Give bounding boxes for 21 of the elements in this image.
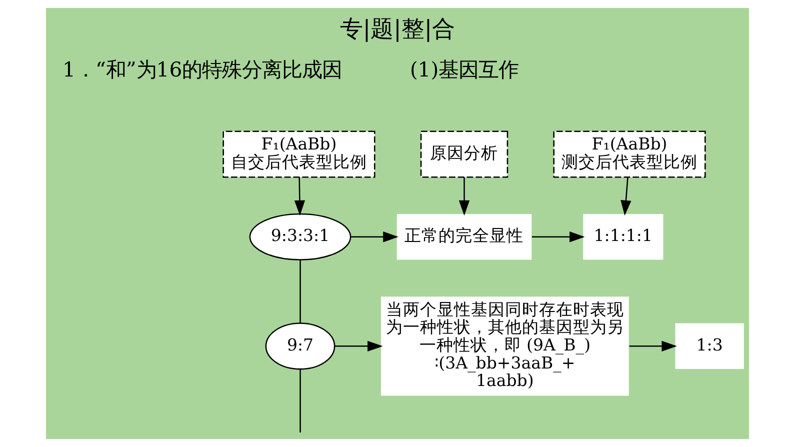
connector bbox=[299, 260, 300, 324]
label: (1)基因互作 bbox=[409, 57, 518, 82]
arrow bbox=[628, 340, 676, 352]
arrow bbox=[334, 340, 382, 352]
diagram-title: 专|题|整|合 bbox=[339, 16, 455, 42]
arrow bbox=[620, 177, 631, 216]
node-ellipse: 9:3:3:1 bbox=[248, 213, 351, 260]
arrow bbox=[458, 177, 470, 216]
arrow bbox=[294, 177, 305, 216]
node-box: 原因分析 bbox=[420, 130, 508, 178]
node-box: 1:1:1:1 bbox=[582, 214, 663, 260]
node-ellipse: 9:7 bbox=[264, 322, 335, 370]
node-box: F₁(AaBb)自交后代表型比例 bbox=[222, 130, 375, 178]
node-box: 1:3 bbox=[674, 323, 744, 370]
node-box: F₁(AaBb)测交后代表型比例 bbox=[552, 130, 706, 178]
node-box: 正常的完全显性 bbox=[396, 214, 532, 260]
connector bbox=[299, 369, 300, 432]
arrow bbox=[531, 232, 584, 242]
arrow bbox=[350, 232, 398, 242]
node-box: 当两个显性基因同时存在时表现为一种性状，其他的基因型为另一种性状，即 (9A_B_)∶(3A_bb+3aaB_+1aabb) bbox=[380, 296, 628, 396]
label: 1．“和”为16的特殊分离比成因 bbox=[62, 57, 342, 82]
